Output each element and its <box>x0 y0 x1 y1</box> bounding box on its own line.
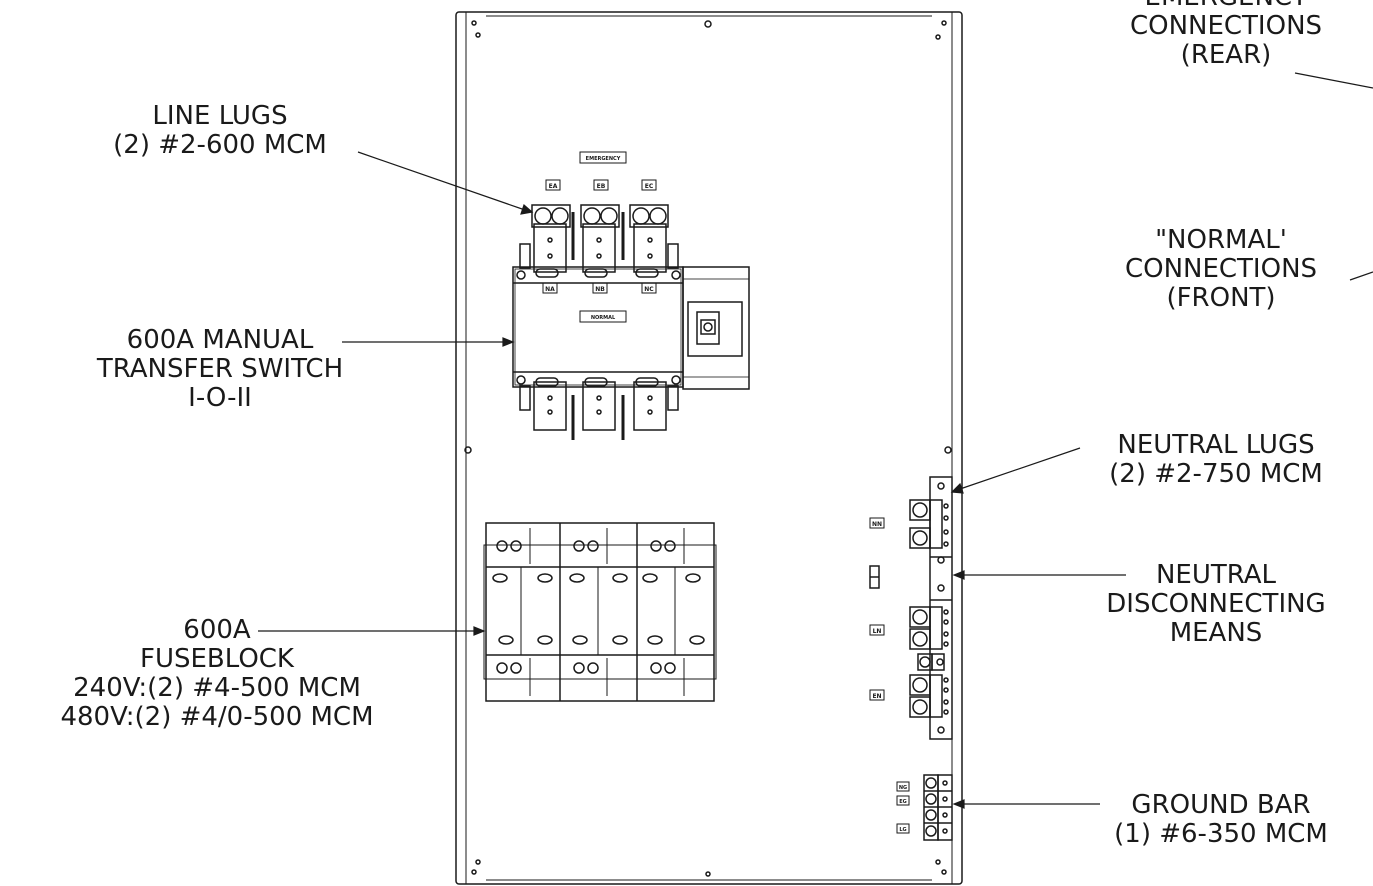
arrow-line-lugs <box>520 203 534 215</box>
callout-emergency-line-1: EMERGENCY <box>1086 0 1366 12</box>
callout-transfer-switch: 600A MANUAL TRANSFER SWITCH I-O-II <box>70 326 370 413</box>
transfer-switch <box>512 212 750 440</box>
callout-line-lugs: LINE LUGS (2) #2-600 MCM <box>70 102 370 160</box>
leader-line-lugs <box>357 151 526 211</box>
callout-neutral-disconnect: NEUTRAL DISCONNECTING MEANS <box>1066 561 1366 648</box>
callout-transfer-line-3: I-O-II <box>188 383 252 413</box>
callout-ground-bar: GROUND BAR (1) #6-350 MCM <box>1076 791 1366 849</box>
tag-nb: NB <box>595 286 605 293</box>
tag-nn: NN <box>872 521 882 528</box>
tag-ng: NG <box>899 785 907 791</box>
callout-emergency-line-3: (REAR) <box>1180 40 1272 70</box>
ground-bar <box>923 774 953 841</box>
callout-ground-bar-line-1: GROUND BAR <box>1131 790 1311 820</box>
callout-fuseblock: 600A FUSEBLOCK 240V:(2) #4-500 MCM 480V:… <box>0 616 434 732</box>
tag-emergency: EMERGENCY <box>586 156 621 162</box>
leader-normal <box>1349 271 1373 281</box>
line-lugs <box>531 204 669 228</box>
callout-normal-connections: "NORMAL' CONNECTIONS (FRONT) <box>1076 226 1366 313</box>
callout-fuseblock-line-2: FUSEBLOCK <box>140 644 294 674</box>
callout-transfer-line-2: TRANSFER SWITCH <box>96 354 344 384</box>
callout-neutral-disconnect-line-1: NEUTRAL <box>1155 560 1277 590</box>
callout-normal-line-1: "NORMAL' <box>1155 225 1287 255</box>
callout-fuseblock-line-1: 600A <box>183 615 251 645</box>
tag-eg: EG <box>899 799 907 805</box>
fuseblock <box>483 522 717 702</box>
tag-normal: NORMAL <box>591 315 616 321</box>
tag-ea: EA <box>549 183 558 190</box>
callout-neutral-lugs: NEUTRAL LUGS (2) #2-750 MCM <box>1066 431 1366 489</box>
component-tags: EMERGENCY EA EB EC NA NB NC NORMAL NN LN… <box>542 151 910 834</box>
callout-neutral-lugs-line-1: NEUTRAL LUGS <box>1117 430 1315 460</box>
callout-emergency-connections: EMERGENCY CONNECTIONS (REAR) <box>1086 0 1366 70</box>
callout-transfer-line-1: 600A MANUAL <box>126 325 314 355</box>
callout-neutral-lugs-line-2: (2) #2-750 MCM <box>1109 459 1323 489</box>
arrow-ground-bar <box>952 799 965 809</box>
tag-na: NA <box>545 286 555 293</box>
callout-ground-bar-line-2: (1) #6-350 MCM <box>1114 819 1328 849</box>
callout-normal-line-3: (FRONT) <box>1166 283 1276 313</box>
tag-ln: LN <box>873 628 882 635</box>
callout-neutral-disconnect-line-2: DISCONNECTING <box>1106 589 1326 619</box>
callout-fuseblock-line-3: 240V:(2) #4-500 MCM <box>73 673 361 703</box>
tag-nc: NC <box>644 286 654 293</box>
callout-line-lugs-line-2: (2) #2-600 MCM <box>113 130 327 160</box>
tag-ec: EC <box>645 183 654 190</box>
arrow-neutral-disconnect <box>952 570 965 580</box>
neutral-bus <box>869 476 953 740</box>
callout-fuseblock-line-4: 480V:(2) #4/0-500 MCM <box>60 702 374 732</box>
arrow-neutral-lugs <box>950 482 964 494</box>
callout-line-lugs-line-1: LINE LUGS <box>152 101 288 131</box>
callout-emergency-line-2: CONNECTIONS <box>1129 11 1323 41</box>
callout-normal-line-2: CONNECTIONS <box>1124 254 1318 284</box>
arrow-fuseblock <box>473 626 486 636</box>
back-panel <box>455 11 963 885</box>
tag-lg: LG <box>899 827 906 833</box>
leader-neutral-lugs <box>959 447 1081 490</box>
tag-en: EN <box>872 693 881 700</box>
tag-eb: EB <box>597 183 606 190</box>
leader-emergency <box>1294 72 1373 89</box>
leader-lines <box>258 72 1373 809</box>
callout-neutral-disconnect-line-3: MEANS <box>1169 618 1263 648</box>
arrow-transfer-switch <box>502 337 515 347</box>
